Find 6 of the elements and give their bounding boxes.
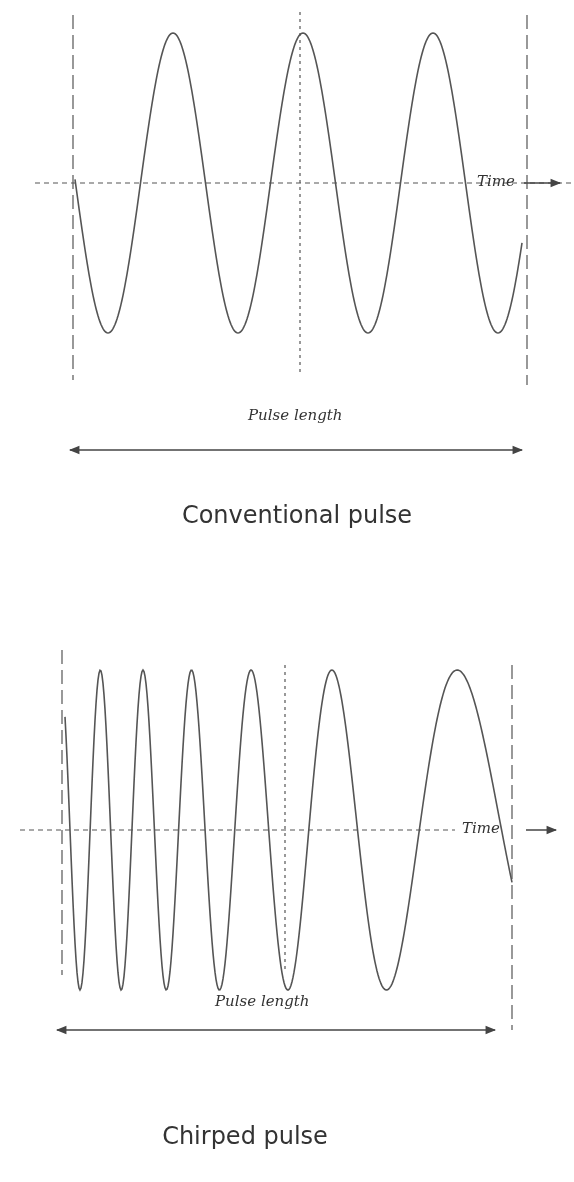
axis-label: Time <box>462 821 500 836</box>
panel-caption: Chirped pulse <box>162 1124 328 1148</box>
dimension-label: Pulse length <box>248 408 343 423</box>
axis-label: Time <box>477 174 515 189</box>
panel-caption: Conventional pulse <box>181 503 413 527</box>
dimension-label: Pulse length <box>215 994 310 1009</box>
